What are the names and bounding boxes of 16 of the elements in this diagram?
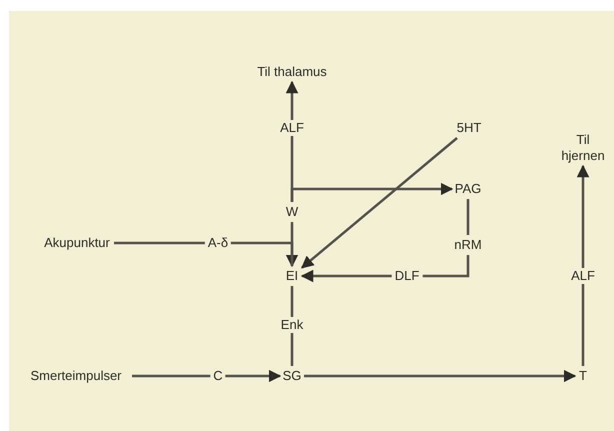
arrow bbox=[301, 137, 458, 269]
node-label: nRM bbox=[451, 235, 485, 255]
arrow bbox=[304, 370, 576, 382]
node-label: T bbox=[575, 366, 591, 386]
node-label: SG bbox=[280, 366, 304, 386]
node-label: PAG bbox=[452, 179, 484, 199]
node-label: EI bbox=[282, 266, 302, 286]
node-label: Til hjernen bbox=[555, 130, 611, 166]
node-label: 5HT bbox=[452, 118, 486, 138]
arrow bbox=[576, 164, 590, 366]
node-label: W bbox=[284, 202, 300, 222]
node-label: Akupunktur bbox=[40, 233, 114, 253]
arrow bbox=[132, 370, 282, 382]
arrow bbox=[290, 182, 454, 202]
node-label: Til thalamus bbox=[250, 62, 334, 82]
node-label: Smerteimpulser bbox=[20, 366, 132, 386]
